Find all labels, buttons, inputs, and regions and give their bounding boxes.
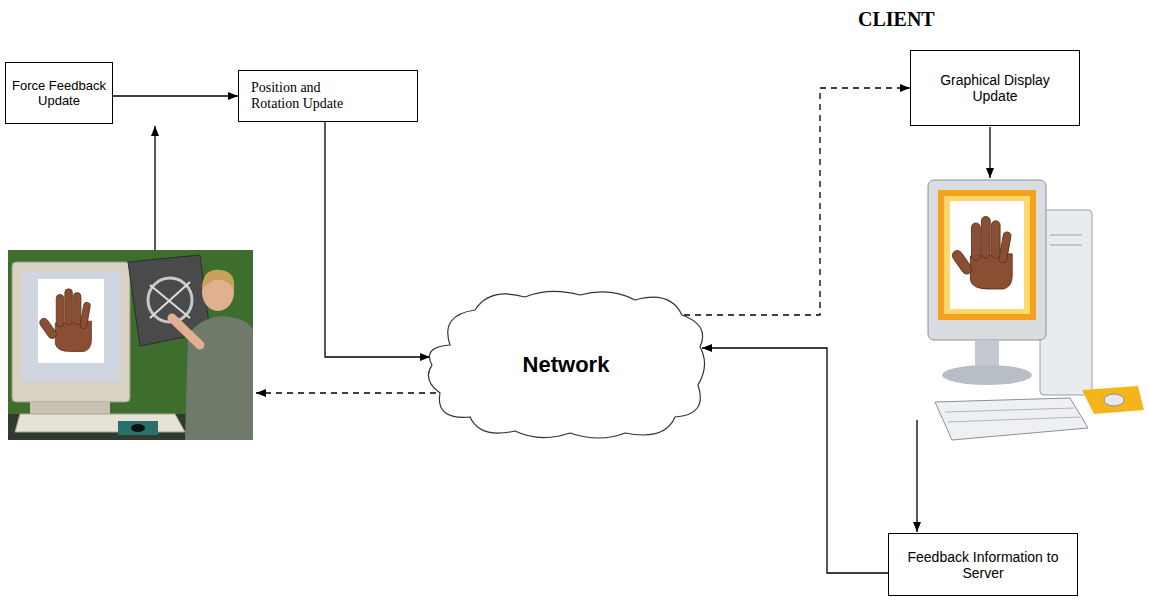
box-label: Feedback Information to Server: [903, 549, 1063, 581]
computer-tower: [1040, 210, 1092, 395]
monitor-bezel: [928, 180, 1046, 340]
screen-inner: [944, 196, 1030, 314]
client-computer: [928, 180, 1144, 440]
photo-to-box-arrow: [154, 126, 155, 250]
keyboard: [15, 414, 185, 432]
mouse: [1104, 394, 1124, 406]
box-label: Network: [523, 352, 610, 378]
operator-arm: [172, 318, 200, 345]
photo-background: [8, 250, 253, 440]
keyboard: [935, 398, 1088, 440]
hand-image: [38, 289, 91, 352]
screen-card: [38, 279, 104, 363]
process-box: Force Feedback Update: [5, 62, 113, 124]
haptic-rod: [150, 282, 190, 318]
process-box: Position and Rotation Update: [238, 70, 418, 122]
server-photo: [8, 250, 253, 440]
flow-arrow: [325, 122, 430, 357]
region-heading: CLIENT: [858, 8, 935, 31]
drive-slot: [1050, 235, 1082, 236]
key-row: [948, 417, 1080, 422]
display-to-monitor-arrow: [989, 127, 990, 178]
hand-image: [950, 216, 1012, 289]
mouse: [131, 424, 145, 432]
drive-slot: [1050, 245, 1082, 246]
screen-card: [950, 201, 1024, 309]
box-label: Position and Rotation Update: [251, 80, 363, 112]
network-cloud: Network: [420, 285, 712, 445]
monitor-body: [12, 262, 130, 402]
box-label: Graphical Display Update: [930, 72, 1060, 104]
process-box: Graphical Display Update: [910, 50, 1080, 126]
computer-to-box-arrow: [916, 420, 917, 532]
process-box: Feedback Information to Server: [888, 533, 1078, 596]
cloud-shape: [428, 291, 704, 438]
monitor-screen: [22, 272, 120, 382]
flow-arrow: [684, 88, 910, 315]
monitor-foot: [942, 365, 1032, 385]
mouse-pad: [1082, 386, 1144, 414]
flow-arrow: [113, 95, 238, 96]
monitor-base: [30, 402, 110, 414]
network-to-photo-arrow: [256, 392, 436, 393]
mouse-pad: [118, 421, 158, 435]
screen-frame: [938, 190, 1036, 320]
flow-arrow: [702, 348, 888, 573]
box-label: Force Feedback Update: [11, 78, 107, 108]
key-row: [945, 408, 1074, 412]
operator-hair: [202, 270, 234, 290]
